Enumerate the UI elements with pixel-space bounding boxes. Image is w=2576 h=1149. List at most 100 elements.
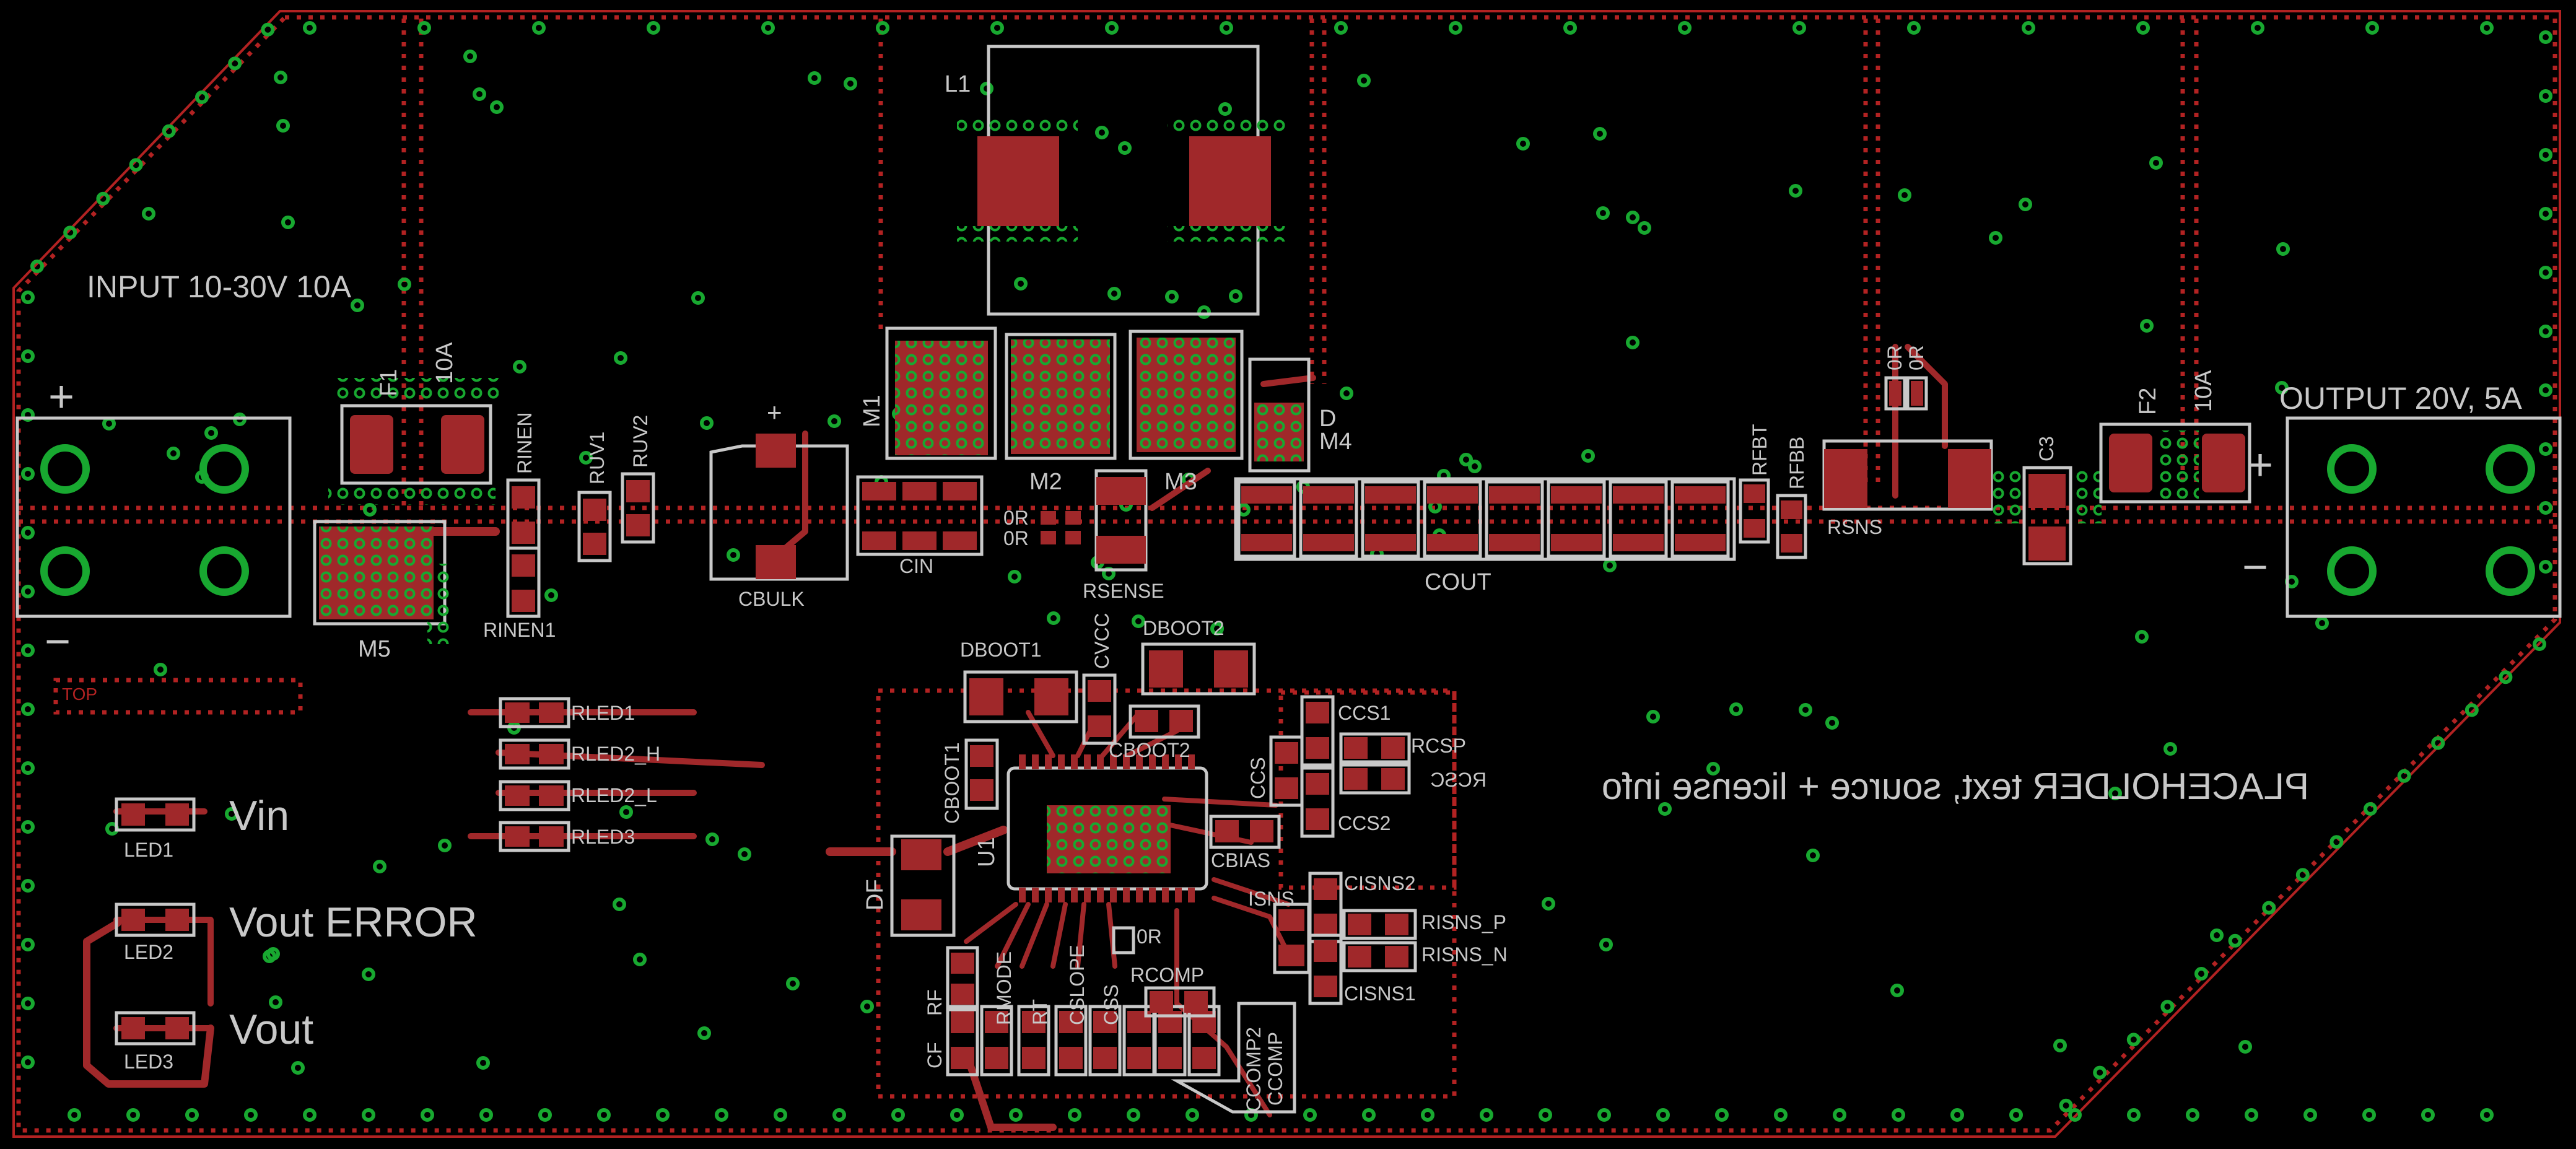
stitch-via <box>2365 21 2379 35</box>
stitch-via <box>2186 1108 2199 1122</box>
stitch-via <box>1729 702 1743 716</box>
isns-ref: ISNS <box>1248 888 1295 910</box>
rfbt-ref: RFBT <box>1749 424 1771 476</box>
stitch-via <box>1626 211 1639 224</box>
comp-pad <box>1093 1047 1117 1069</box>
resistor-rsns <box>1822 376 1993 511</box>
led-vout-error-label: Vout ERROR <box>229 899 478 946</box>
output-plus-sign: + <box>2247 440 2273 490</box>
cout-pad <box>1365 486 1416 504</box>
stitch-via <box>2499 670 2513 684</box>
cvcc-ref: CVCC <box>1091 613 1113 669</box>
stitch-via <box>21 879 35 893</box>
r0e-resistor <box>1112 926 1135 955</box>
stitch-via <box>1468 460 1482 473</box>
comp-component <box>1088 1005 1122 1077</box>
stitch-via <box>1459 453 1473 466</box>
ruv2-ref: RUV2 <box>629 415 652 468</box>
u1-pin <box>1136 754 1143 769</box>
stitch-via <box>303 21 317 35</box>
stitch-via <box>21 820 35 834</box>
rled3-ref: RLED3 <box>571 826 635 848</box>
u1-pin <box>1097 888 1104 902</box>
cout-capacitor <box>1361 480 1420 558</box>
stitch-via <box>1303 1108 1317 1122</box>
stitch-via <box>21 1055 35 1069</box>
cout-pad <box>1489 486 1540 504</box>
stitch-via <box>204 426 218 440</box>
stitch-via <box>613 898 626 911</box>
stitch-via <box>228 56 242 71</box>
diode-df <box>890 834 956 937</box>
u1-pin <box>1032 888 1039 902</box>
u1-pin <box>1084 754 1091 769</box>
stitch-via <box>21 526 35 540</box>
mosfet-m1 <box>885 326 997 460</box>
stitch-via <box>538 1108 552 1122</box>
u1-pin <box>1071 754 1078 769</box>
stitch-via <box>2238 1040 2252 1054</box>
placeholder-text: PLACEHOLDER text, source + license info <box>1602 766 2309 807</box>
stitch-via <box>2539 89 2552 103</box>
cout-pad <box>1241 534 1292 551</box>
cout-capacitor <box>1547 480 1606 558</box>
rfbb-ref: RFBB <box>1786 437 1808 489</box>
rsense-ref: RSENSE <box>1083 580 1164 602</box>
capacitor-cbulk <box>709 434 849 581</box>
cisns1-ref: CISNS1 <box>1344 982 1416 1005</box>
stitch-via <box>129 158 143 172</box>
stitch-via <box>980 82 993 95</box>
stitch-via <box>691 291 705 305</box>
stitch-via <box>827 414 841 428</box>
stitch-via <box>225 807 238 821</box>
stitch-via <box>1950 1108 1964 1122</box>
stitch-via <box>2539 325 2552 338</box>
cbias-ref: CBIAS <box>1211 849 1270 872</box>
stitch-via <box>2295 868 2310 882</box>
stitch-via <box>1334 21 1348 35</box>
stitch-via <box>421 1108 434 1122</box>
stitch-via <box>281 216 295 229</box>
m5-ref: M5 <box>358 636 391 662</box>
led-resistors <box>499 697 570 852</box>
mosfet-m2 <box>1005 333 1117 460</box>
u1-pin <box>1123 754 1130 769</box>
stitch-via <box>2160 1000 2175 1014</box>
stitch-via <box>2539 30 2552 44</box>
stitch-via <box>1185 1108 1199 1122</box>
capacitor-c3 <box>1993 466 2102 566</box>
stitch-via <box>2421 1108 2435 1122</box>
inductor-l1 <box>957 45 1288 316</box>
rcomp-pad <box>1184 991 1208 1013</box>
m3-ref: M3 <box>1164 469 1197 495</box>
comp-pad <box>985 1047 1008 1069</box>
stitch-via <box>774 1108 787 1122</box>
stitch-via <box>2465 703 2479 717</box>
stitch-via <box>1220 21 1233 35</box>
led-vout-label: Vout <box>229 1006 313 1053</box>
stitch-via <box>21 702 35 716</box>
stitch-via <box>1210 622 1224 636</box>
comp-pad <box>951 1011 974 1033</box>
ccs2-ref: CCS2 <box>1338 812 1391 834</box>
stitch-via <box>579 451 593 465</box>
stitch-via <box>1068 1108 1081 1122</box>
m1-ref: M1 <box>859 395 885 427</box>
u1-pin <box>1175 754 1182 769</box>
stitch-via <box>1127 1108 1140 1122</box>
u1-pin <box>1149 754 1156 769</box>
rcomp-pad <box>1150 991 1173 1013</box>
stitch-via <box>2329 835 2344 849</box>
r0d-ref: 0R <box>1905 345 1928 370</box>
stitch-via <box>860 1000 874 1013</box>
stitch-via <box>1118 141 1132 155</box>
stitch-via <box>808 71 821 85</box>
stitch-via <box>1516 137 1530 151</box>
comp-component <box>980 1005 1013 1077</box>
cout-pad <box>1675 534 1726 551</box>
ccomp-outline <box>1171 1002 1296 1114</box>
stitch-via <box>1244 1108 1258 1122</box>
output-connector <box>2286 416 2562 618</box>
stitch-via <box>1706 762 1720 775</box>
stitch-via <box>656 1108 670 1122</box>
